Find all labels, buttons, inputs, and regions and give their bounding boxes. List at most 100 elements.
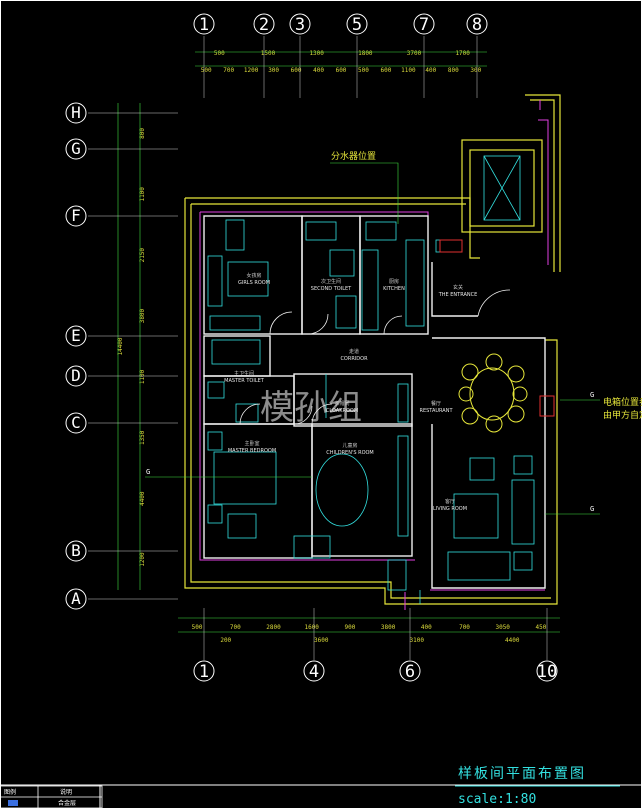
dim-top-2-5: 400 xyxy=(313,67,324,74)
furniture xyxy=(207,155,535,604)
dim-top-1-0: 500 xyxy=(214,50,225,57)
grid-tag-right-2: G xyxy=(590,505,594,513)
grid-tag-right-1: G xyxy=(590,391,594,399)
svg-text:E: E xyxy=(71,326,81,345)
legend-col1: 图例 xyxy=(4,788,16,796)
svg-text:SECOND TOILET: SECOND TOILET xyxy=(311,286,352,292)
axis-bubble-left-E: E xyxy=(65,325,87,347)
svg-text:B: B xyxy=(71,541,81,560)
dim-bottom-2-3: 4400 xyxy=(505,637,520,644)
dim-top-1-1: 1500 xyxy=(261,50,276,57)
svg-text:F: F xyxy=(71,206,81,225)
svg-text:玄关: 玄关 xyxy=(453,284,463,291)
dim-bottom-1-6: 400 xyxy=(421,624,432,631)
dim-bottom-1-5: 3800 xyxy=(381,624,396,631)
dim-left-1-3: 3800 xyxy=(139,308,146,323)
svg-text:KITCHEN: KITCHEN xyxy=(383,286,405,292)
axis-bubble-top-8: 8 xyxy=(466,13,488,35)
dim-left-1-0: 800 xyxy=(139,128,146,139)
dim-top-2-0: 500 xyxy=(201,67,212,74)
water-distributor-note: 分水器位置 xyxy=(331,150,376,162)
axis-bubble-top-7: 7 xyxy=(413,13,435,35)
dim-bottom-1-0: 500 xyxy=(192,624,203,631)
svg-text:MASTER TOILET: MASTER TOILET xyxy=(224,378,265,384)
dim-top-1-3: 1800 xyxy=(358,50,373,57)
watermark: 模孙组 xyxy=(260,388,362,428)
axis-bubble-left-G: G xyxy=(65,138,87,160)
leader-lines xyxy=(145,162,600,515)
axis-bubble-top-1: 1 xyxy=(193,13,215,35)
dim-top-2-1: 700 xyxy=(223,67,234,74)
legend-col2: 说明 xyxy=(60,788,72,796)
dim-top-1-2: 1300 xyxy=(309,50,324,57)
dim-bottom-1-3: 1600 xyxy=(304,624,319,631)
axis-bubble-left-B: B xyxy=(65,540,87,562)
dim-top-2-10: 400 xyxy=(425,67,436,74)
svg-text:次卫生间: 次卫生间 xyxy=(321,278,341,285)
dim-bottom-1-7: 700 xyxy=(459,624,470,631)
axis-bubble-bottom-4: 4 xyxy=(303,660,325,682)
dim-left-1-6: 4400 xyxy=(139,491,146,506)
dim-top-2-8: 600 xyxy=(381,67,392,74)
dim-bottom-2-0: 200 xyxy=(220,637,231,644)
dim-left-1-5: 1350 xyxy=(139,430,146,445)
axis-bubble-left-C: C xyxy=(65,412,87,434)
dim-bottom-1-1: 700 xyxy=(230,624,241,631)
electric-box-note-2: 由甲方自定 xyxy=(603,409,642,421)
drawing-scale: scale:1:80 xyxy=(458,792,536,807)
svg-text:MASTER BEDROOM: MASTER BEDROOM xyxy=(228,448,276,454)
dim-bottom-1-4: 900 xyxy=(344,624,355,631)
svg-text:CLOAKROOM: CLOAKROOM xyxy=(326,408,358,414)
dim-top-2-2: 1200 xyxy=(244,67,259,74)
svg-text:主卫生间: 主卫生间 xyxy=(234,370,254,377)
svg-text:H: H xyxy=(71,103,81,122)
svg-text:4: 4 xyxy=(309,662,319,682)
dim-bottom-2-1: 3600 xyxy=(314,637,329,644)
axis-bubble-bottom-10: 10 xyxy=(536,660,558,682)
svg-text:6: 6 xyxy=(405,662,415,682)
svg-text:2: 2 xyxy=(259,15,269,35)
svg-text:7: 7 xyxy=(419,15,429,35)
svg-text:厨房: 厨房 xyxy=(389,278,399,285)
svg-text:A: A xyxy=(71,589,81,608)
svg-text:CHILDREN'S ROOM: CHILDREN'S ROOM xyxy=(326,450,374,456)
svg-text:1: 1 xyxy=(199,15,209,35)
axis-bubble-left-A: A xyxy=(65,588,87,610)
dim-top-2-9: 1100 xyxy=(401,67,416,74)
legend-row1: 合金层 xyxy=(58,799,76,807)
dim-bottom-1-9: 450 xyxy=(535,624,546,631)
axis-bubble-top-3: 3 xyxy=(289,13,311,35)
svg-text:LIVING ROOM: LIVING ROOM xyxy=(433,506,467,512)
dim-top-2-4: 600 xyxy=(291,67,302,74)
svg-text:THE ENTRANCE: THE ENTRANCE xyxy=(438,292,478,298)
dimension-lines xyxy=(117,51,560,633)
dining-table xyxy=(458,353,528,433)
drawing-title: 样板间平面布置图 xyxy=(458,766,586,782)
svg-text:衣帽间: 衣帽间 xyxy=(334,400,349,407)
svg-text:RESTAURANT: RESTAURANT xyxy=(419,408,453,414)
axis-bubble-left-F: F xyxy=(65,205,87,227)
grid-lines xyxy=(88,36,548,660)
dim-left-1-4: 1100 xyxy=(139,369,146,384)
dim-bottom-2-2: 3100 xyxy=(410,637,425,644)
svg-text:儿童房: 儿童房 xyxy=(342,442,357,449)
dim-top-1-4: 3700 xyxy=(407,50,422,57)
svg-text:走道: 走道 xyxy=(349,348,359,355)
door-swings xyxy=(239,289,511,425)
axis-bubble-left-H: H xyxy=(65,102,87,124)
dim-top-1-5: 1700 xyxy=(455,50,470,57)
